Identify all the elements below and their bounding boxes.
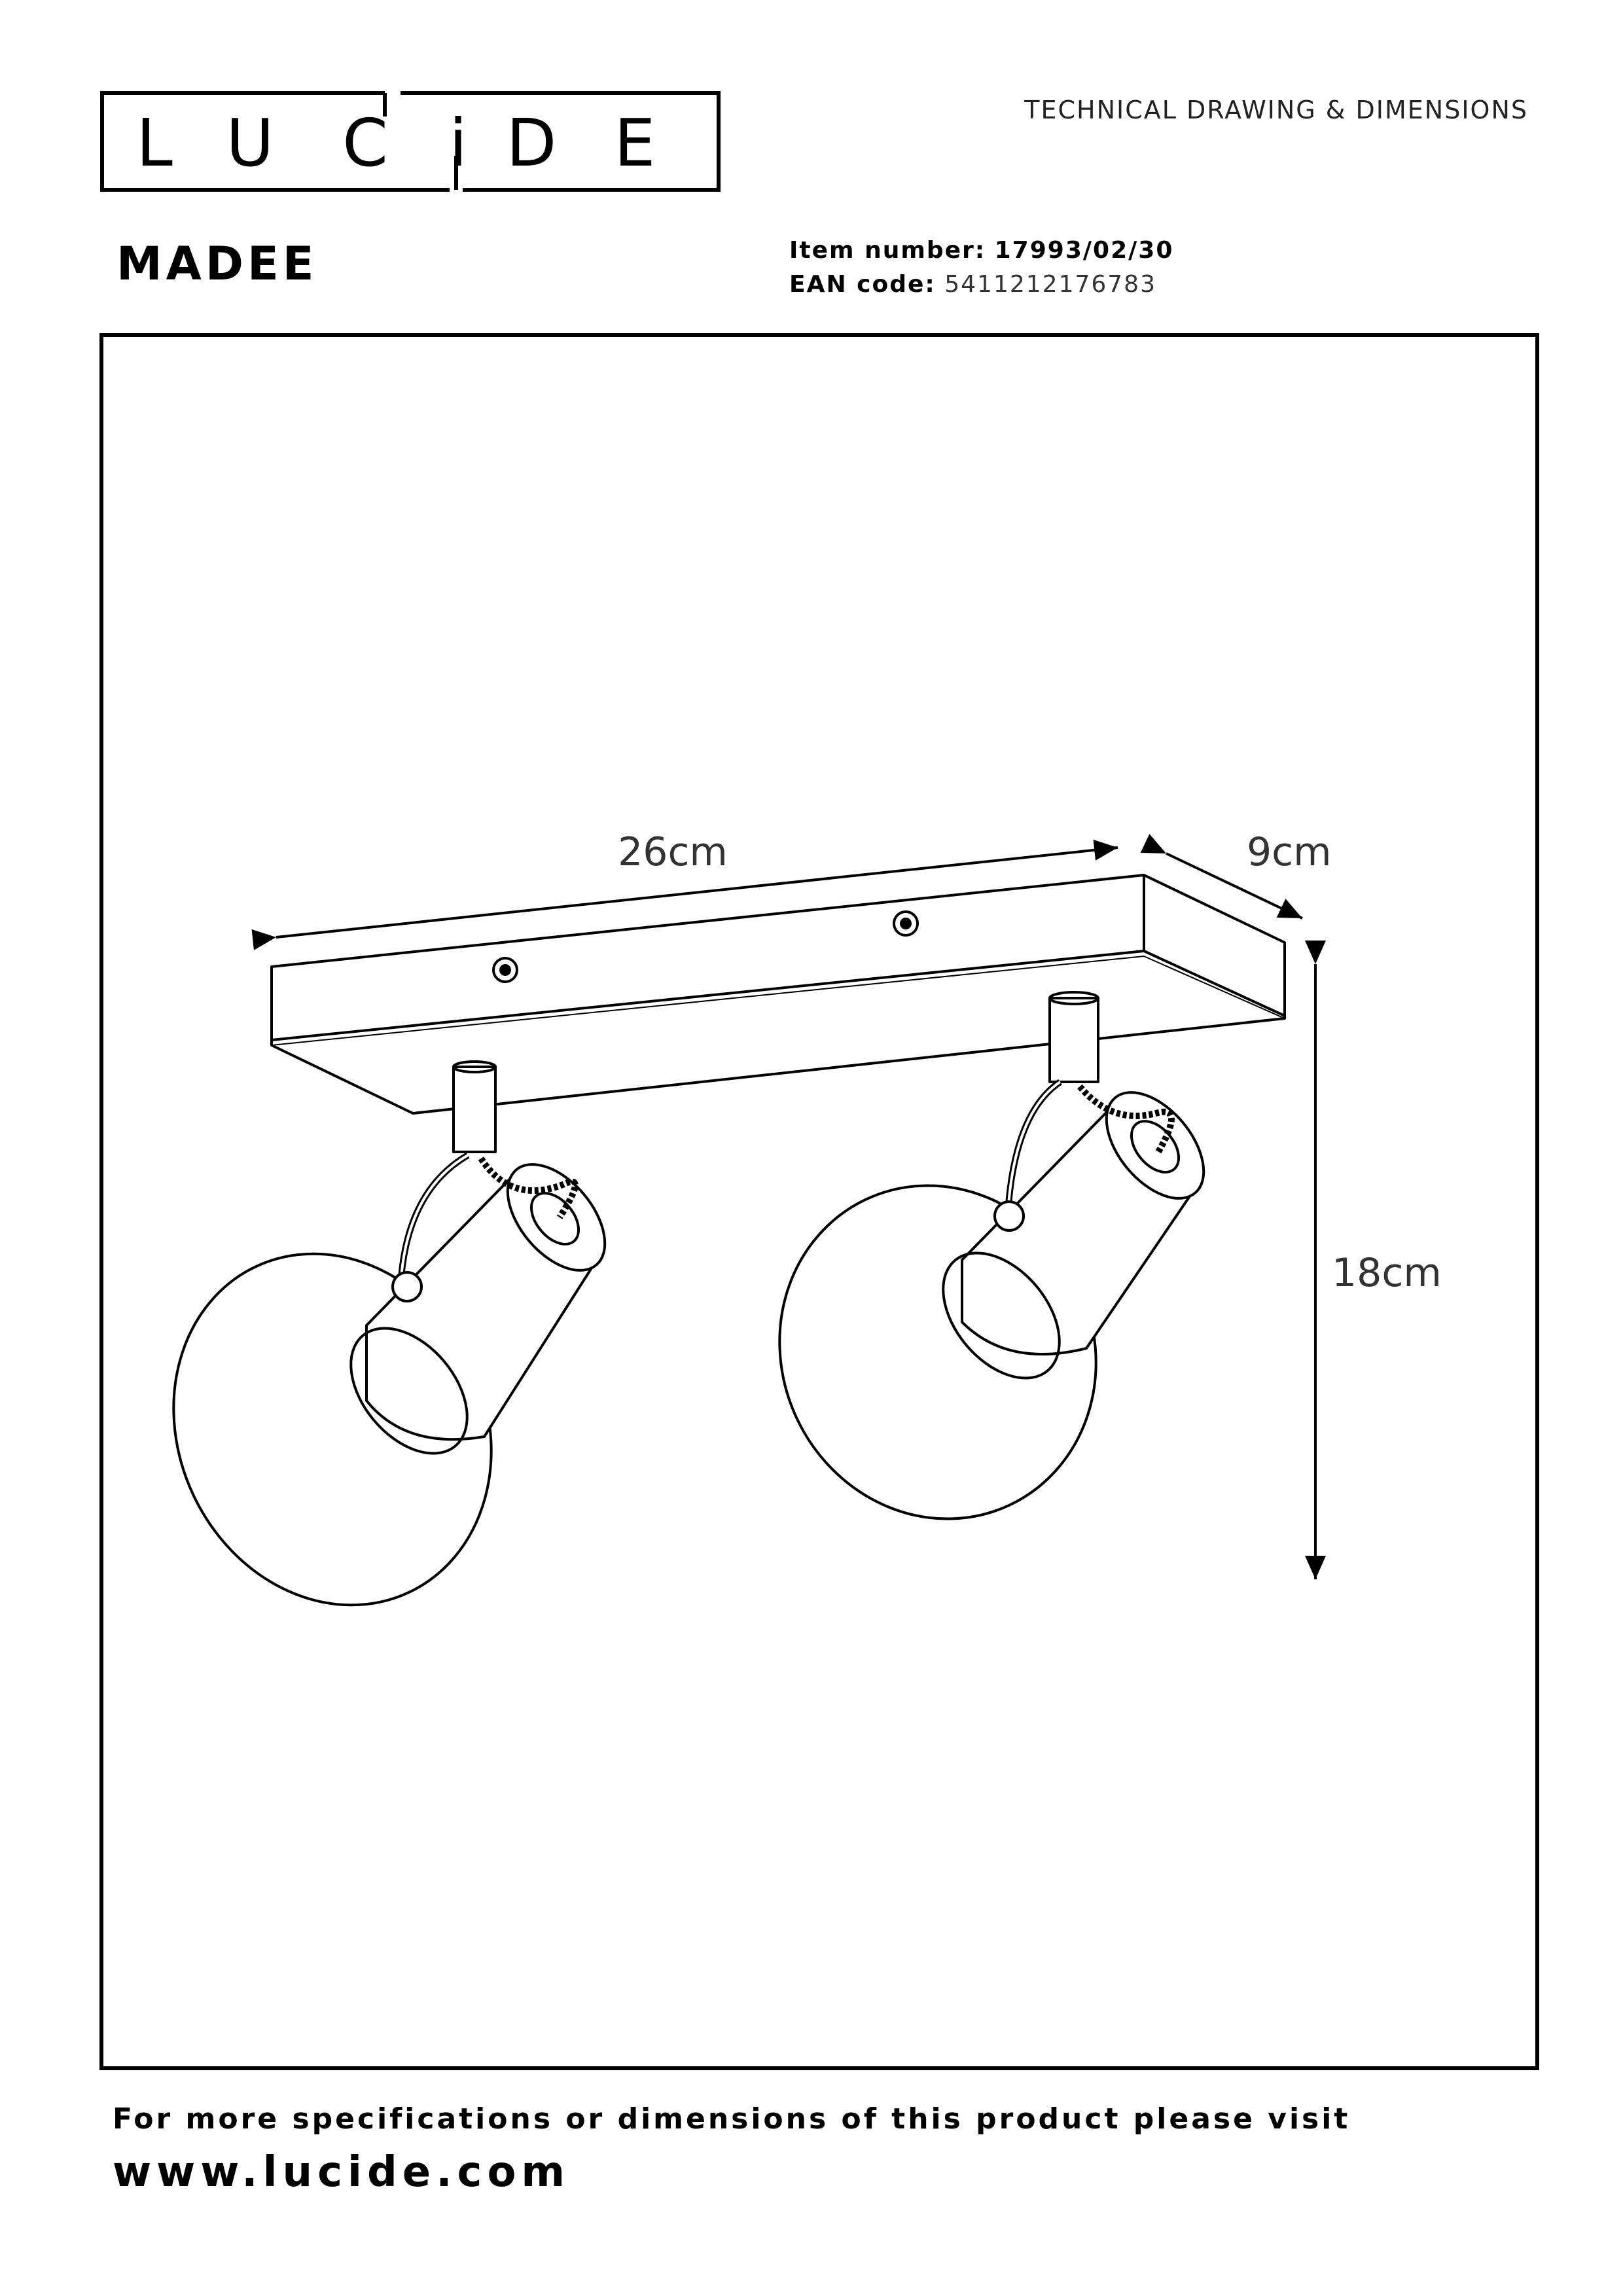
logo-letter: C xyxy=(342,105,388,181)
screw-icon xyxy=(893,910,919,937)
logo-letter: E xyxy=(614,105,655,181)
depth-label: 9cm xyxy=(1247,829,1332,875)
spotlight-left xyxy=(172,1060,607,1607)
ean-label: EAN code: xyxy=(789,271,936,298)
ean-value: 5411212176783 xyxy=(944,271,1156,298)
drawing-frame xyxy=(99,333,1539,2070)
spotlight-right xyxy=(778,991,1205,1520)
logo-letter: L xyxy=(136,105,173,181)
item-number: Item number: 17993/02/30 xyxy=(789,237,1173,264)
lucide-logo: L U C i D E xyxy=(100,91,721,192)
item-number-label: Item number: xyxy=(789,237,986,264)
screw-icon xyxy=(492,957,518,983)
length-label: 26cm xyxy=(618,829,728,875)
website-link[interactable]: www.lucide.com xyxy=(113,2148,571,2197)
length-dimension-arrow xyxy=(251,839,1118,950)
depth-dimension-arrow xyxy=(1140,834,1303,920)
logo-letter: U xyxy=(226,105,274,181)
ean-code: EAN code: 5411212176783 xyxy=(789,271,1156,298)
logo-letter: i xyxy=(449,105,467,181)
document-type: TECHNICAL DRAWING & DIMENSIONS xyxy=(1024,96,1528,124)
height-label: 18cm xyxy=(1332,1250,1442,1296)
logo-letter: D xyxy=(506,105,556,181)
product-name: MADEE xyxy=(116,237,318,291)
footer-note: For more specifications or dimensions of… xyxy=(113,2102,1351,2136)
item-number-value: 17993/02/30 xyxy=(994,237,1174,264)
base-plate xyxy=(270,874,1286,1115)
